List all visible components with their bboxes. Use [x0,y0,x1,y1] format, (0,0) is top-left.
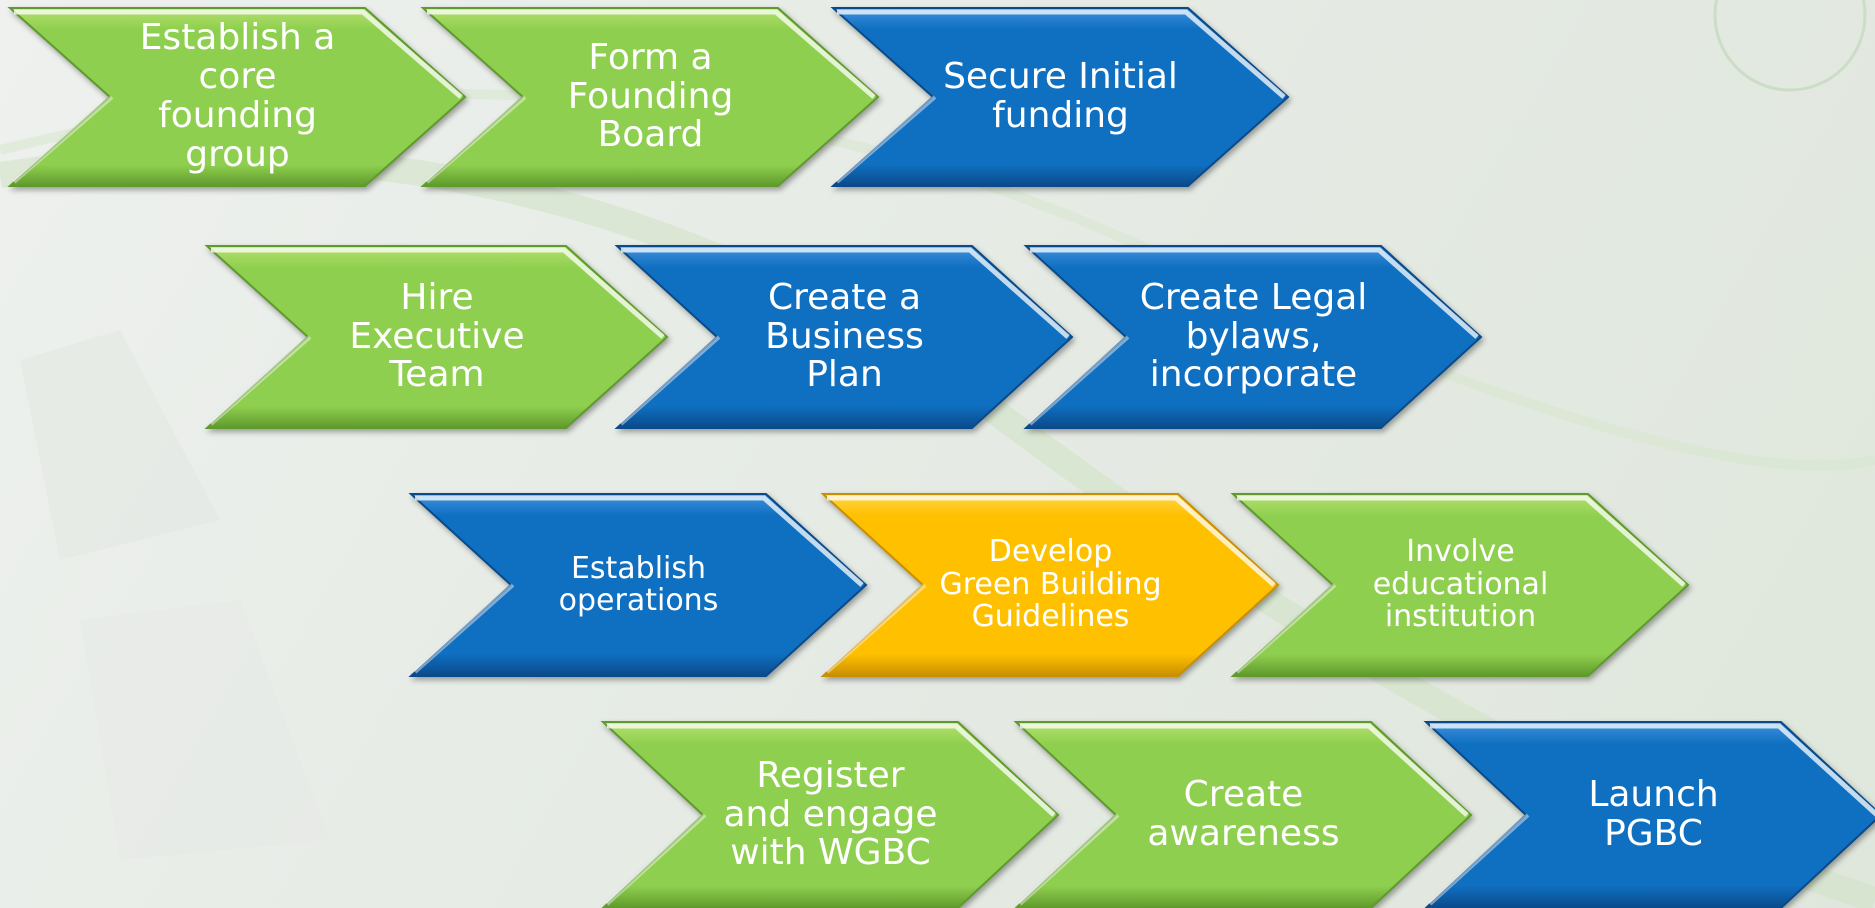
step-label: Create awareness [1147,774,1340,854]
chevron-bevel [619,335,721,426]
step-label: Create Legal bylaws, incorporate [1139,276,1368,396]
step-create-business-plan: Create a Business Plan [614,245,1074,429]
chevron-bevel [1235,583,1337,674]
step-label: Involve educational institution [1372,534,1549,635]
chevron-bevel [1020,723,1469,817]
chevron-shape [7,7,467,187]
chevron-shape [408,493,868,677]
chevron-bevel [1030,247,1479,339]
step-label: Launch PGBC [1588,774,1719,854]
step-label: Form a Founding Board [567,36,734,156]
chevron-shape [1423,721,1875,908]
chevron-shape [1230,493,1690,677]
step-create-awareness: Create awareness [1013,721,1473,908]
chevron-bevel [209,335,312,426]
chevron-shape [1023,245,1483,429]
chevron-bevel [837,9,1286,99]
step-label: Develop Green Building Guidelines [939,534,1162,635]
chevron-bevel [835,95,937,184]
chevron-bevel [425,95,527,184]
chevron-bevel [1430,723,1875,817]
chevron-bevel [621,247,1070,339]
chevron-shape [820,493,1280,677]
step-label: Create a Business Plan [765,276,924,396]
step-label: Establish a core founding group [139,17,336,175]
chevron-shape [600,721,1060,908]
chevron-shape [1013,721,1473,908]
chevron-bevel [415,495,864,587]
step-establish-operations: Establish operations [408,493,868,677]
chevron-shape [204,245,669,429]
step-register-engage-wgbc: Register and engage with WGBC [600,721,1060,908]
step-develop-green-building-guidelines: Develop Green Building Guidelines [820,493,1280,677]
chevron-bevel [1428,813,1530,906]
step-label: Hire Executive Team [349,276,525,396]
step-hire-executive-team: Hire Executive Team [204,245,669,429]
step-label: Establish operations [558,550,719,618]
step-establish-core-founding-group: Establish a core founding group [7,7,467,187]
chevron-shape [614,245,1074,429]
chevron-bevel [211,247,665,339]
chevron-bevel [825,583,927,674]
chevron-bevel [1018,813,1120,906]
logo-watermark-icon [1713,0,1867,92]
chevron-bevel [12,95,114,184]
chevron-bevel [605,813,707,906]
chevron-bevel [14,9,463,99]
chevron-bevel [427,9,876,99]
step-label: Register and engage with WGBC [723,754,938,874]
step-secure-initial-funding: Secure Initial funding [830,7,1290,187]
chevron-bevel [413,583,515,674]
chevron-bevel [827,495,1276,587]
step-launch-pgbc: Launch PGBC [1423,721,1875,908]
chevron-shape [830,7,1290,187]
chevron-bevel [1237,495,1686,587]
chevron-bevel [607,723,1056,817]
chevron-bevel [1028,335,1130,426]
step-form-founding-board: Form a Founding Board [420,7,880,187]
step-involve-educational-institution: Involve educational institution [1230,493,1690,677]
step-label: Secure Initial funding [943,56,1178,136]
step-create-legal-bylaws: Create Legal bylaws, incorporate [1023,245,1483,429]
chevron-shape [420,7,880,187]
